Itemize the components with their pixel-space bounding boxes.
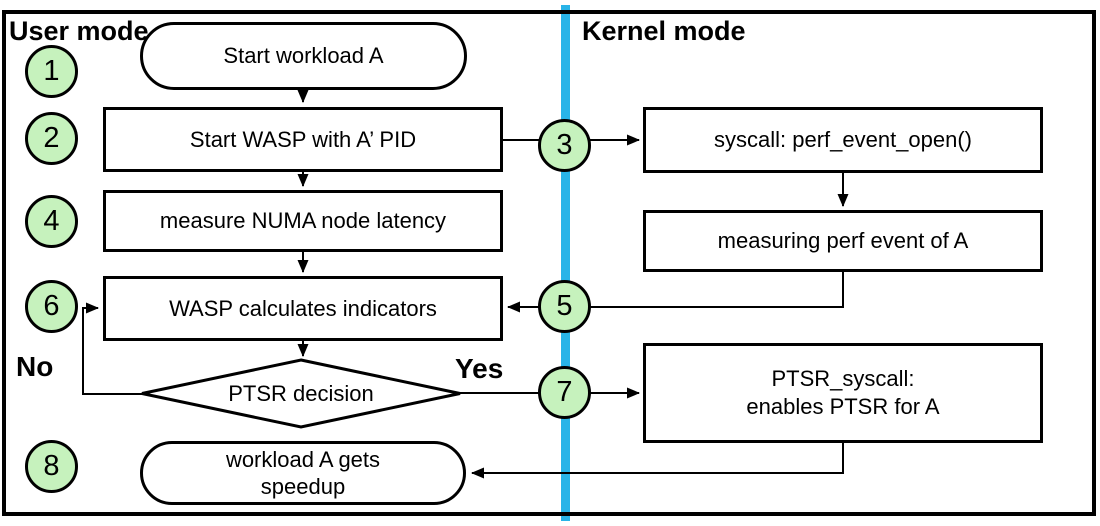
yes-edge-label: Yes	[455, 353, 504, 384]
kernel-mode-label: Kernel mode	[582, 16, 746, 46]
step-badge-7-number: 7	[556, 376, 573, 408]
node-wasp-indicators: WASP calculates indicators	[103, 276, 503, 341]
node-start-workload-a: Start workload A	[140, 22, 467, 90]
step-badge-1-number: 1	[43, 55, 60, 87]
mode-divider-line	[561, 5, 570, 521]
node-ptsr-decision: PTSR decision	[142, 360, 460, 427]
step-badge-3: 3	[538, 119, 591, 172]
node-ptsr-syscall-line2: enables PTSR for A	[746, 394, 940, 419]
node-ptsr-syscall-line1: PTSR_syscall:	[771, 366, 915, 391]
node-workload-speedup-line2: speedup	[260, 474, 346, 499]
step-badge-1: 1	[25, 45, 78, 98]
node-start-wasp-label: Start WASP with A’ PID	[189, 126, 417, 152]
node-syscall-perf-event-open-label: syscall: perf_event_open()	[713, 127, 973, 152]
node-measuring-perf-event: measuring perf event of A	[643, 210, 1043, 272]
node-workload-speedup: workload A gets speedup	[140, 441, 466, 505]
step-badge-5: 5	[538, 280, 591, 333]
step-badge-7: 7	[538, 366, 591, 419]
node-workload-speedup-line1: workload A gets	[225, 447, 381, 472]
step-badge-2: 2	[25, 112, 78, 165]
node-syscall-perf-event-open: syscall: perf_event_open()	[643, 107, 1043, 173]
node-wasp-indicators-label: WASP calculates indicators	[169, 295, 437, 321]
node-ptsr-decision-label: PTSR decision	[228, 380, 374, 406]
step-badge-5-number: 5	[556, 290, 573, 322]
step-badge-6-number: 6	[43, 290, 60, 322]
step-badge-8: 8	[25, 440, 78, 493]
step-badge-3-number: 3	[556, 129, 573, 161]
user-mode-label: User mode	[9, 16, 149, 46]
node-measuring-perf-event-label: measuring perf event of A	[717, 228, 969, 253]
node-ptsr-syscall: PTSR_syscall: enables PTSR for A	[643, 343, 1043, 443]
step-badge-8-number: 8	[43, 450, 60, 482]
step-badge-6: 6	[25, 280, 78, 333]
node-start-wasp: Start WASP with A’ PID	[103, 107, 503, 172]
step-badge-4-number: 4	[43, 205, 60, 237]
no-edge-label: No	[16, 351, 54, 382]
decision-diamond-shape	[141, 358, 461, 429]
node-start-workload-a-label: Start workload A	[223, 43, 384, 68]
node-measure-numa: measure NUMA node latency	[103, 190, 503, 252]
step-badge-2-number: 2	[43, 122, 60, 154]
step-badge-4: 4	[25, 195, 78, 248]
node-measure-numa-label: measure NUMA node latency	[159, 208, 447, 233]
